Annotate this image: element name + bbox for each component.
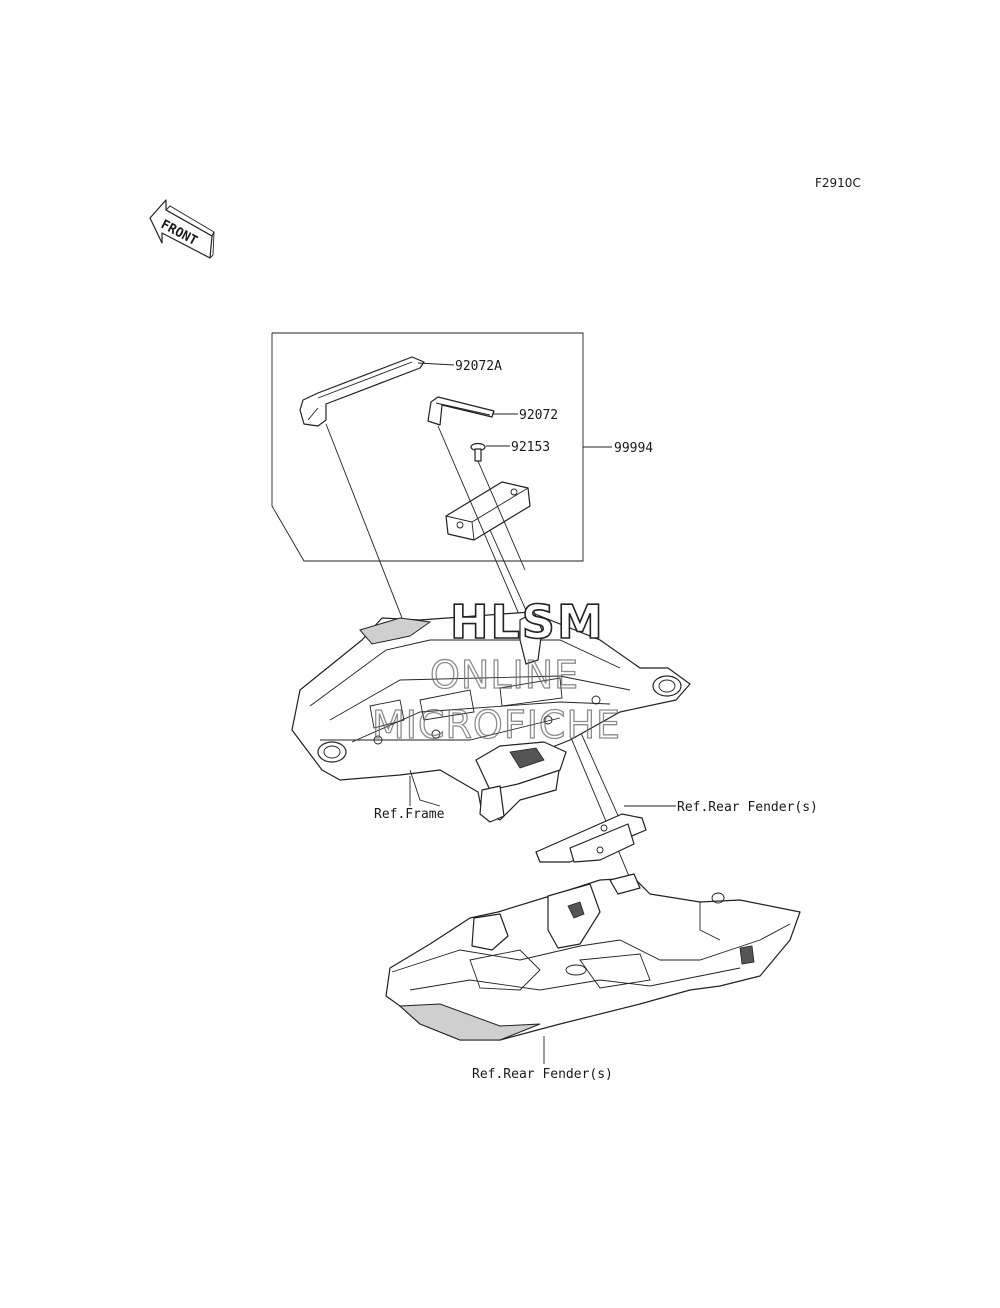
frame-assembly xyxy=(291,611,691,823)
watermark-line1: HLSM xyxy=(450,595,605,649)
callout-99994: 99994 xyxy=(614,441,653,456)
rear-fender-bracket xyxy=(535,813,647,863)
leader-92072A xyxy=(417,362,455,366)
callout-92072A: 92072A xyxy=(455,359,502,374)
kit-outline xyxy=(271,332,584,562)
part-92153 xyxy=(470,442,486,462)
callout-ref-rear-fender-upper: Ref.Rear Fender(s) xyxy=(677,800,818,815)
part-bracket xyxy=(445,481,531,541)
watermark-line3: MICROFICHE xyxy=(372,703,621,747)
front-arrow-icon: FRONT xyxy=(149,199,215,259)
rear-fender xyxy=(385,873,801,1041)
watermark: HLSM ONLINE MICROFICHE xyxy=(371,594,621,747)
part-92072A xyxy=(299,356,425,427)
callout-ref-rear-fender-lower: Ref.Rear Fender(s) xyxy=(472,1067,613,1082)
callout-92153: 92153 xyxy=(511,440,550,455)
part-92072 xyxy=(427,396,495,426)
callout-92072: 92072 xyxy=(519,408,558,423)
callout-ref-frame: Ref.Frame xyxy=(374,807,445,822)
diagram-code: F2910C xyxy=(815,176,861,190)
watermark-line2: ONLINE xyxy=(430,653,579,697)
